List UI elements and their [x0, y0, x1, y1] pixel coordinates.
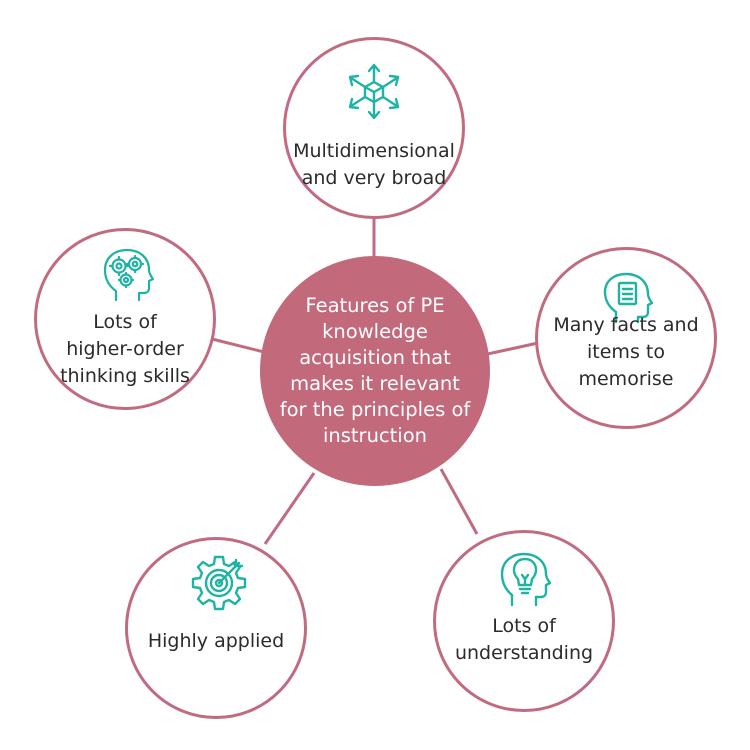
- center-node: Features of PE knowledge acquisition tha…: [260, 256, 490, 486]
- node-label: Multidimensional and very broad: [286, 138, 462, 192]
- label-line: thinking skills: [60, 365, 190, 387]
- label-line: memorise: [578, 368, 674, 390]
- head-document-icon: [603, 272, 654, 324]
- connector-bottom-right: [439, 468, 479, 535]
- node-many-facts: Many facts and items to memorise: [535, 247, 717, 429]
- head-lightbulb-icon: [500, 552, 552, 607]
- connector-right: [482, 341, 539, 357]
- node-label: Lots of higher-order thinking skills: [37, 309, 213, 390]
- node-label: Highly applied: [128, 628, 304, 655]
- node-label: Many facts and items to memorise: [538, 312, 714, 393]
- node-higher-order: Lots of higher-order thinking skills: [34, 228, 216, 410]
- label-line: Lots of: [93, 311, 157, 333]
- center-label: Features of PE knowledge acquisition tha…: [279, 294, 471, 447]
- label-line: Many facts and: [553, 314, 699, 336]
- label-line: understanding: [454, 642, 594, 664]
- label-line: Lots of: [492, 615, 556, 637]
- head-gears-icon: [103, 248, 155, 302]
- label-line: and very broad: [301, 167, 447, 189]
- label-line: Multidimensional: [293, 140, 455, 162]
- node-multidimensional: Multidimensional and very broad: [283, 37, 465, 219]
- arrows-cube-icon: [348, 63, 400, 120]
- node-highly-applied: Highly applied: [125, 537, 307, 719]
- gear-target-icon: [191, 555, 247, 611]
- label-line: items to: [587, 341, 665, 363]
- node-understanding: Lots of understanding: [433, 530, 615, 712]
- label-line: higher-order: [66, 338, 184, 360]
- connector-left: [211, 337, 269, 355]
- connector-bottom-left: [263, 472, 316, 545]
- node-label: Lots of understanding: [436, 613, 612, 667]
- label-line: Highly applied: [147, 630, 285, 652]
